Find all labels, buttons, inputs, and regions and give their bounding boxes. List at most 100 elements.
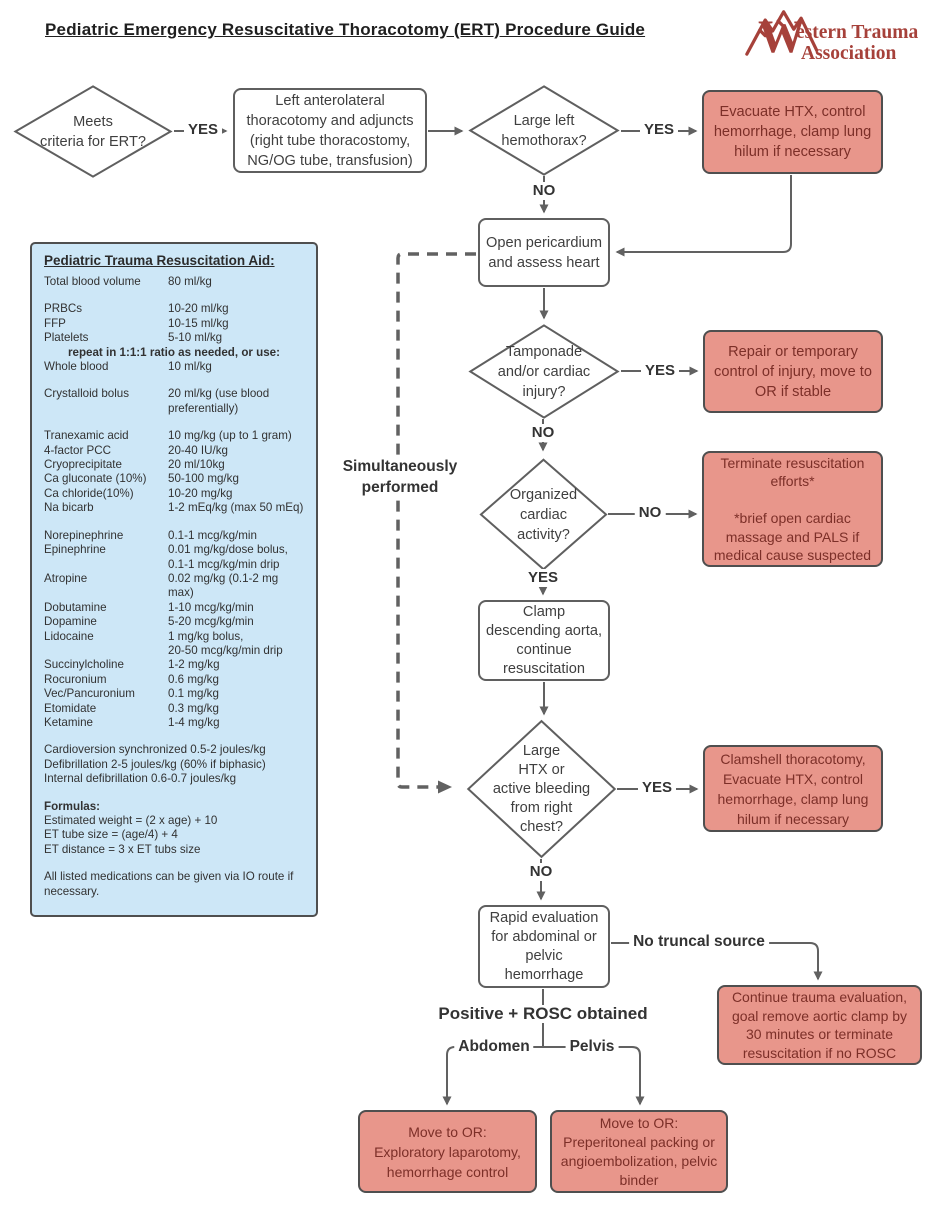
aid-row-label: Dobutamine <box>44 600 107 614</box>
diamond-shape <box>468 85 620 176</box>
process-clamp-aorta-label: Clamp descending aorta, continue resusci… <box>485 603 603 677</box>
diamond-shape <box>468 324 620 419</box>
aid-row-value: 0.02 mg/kg (0.1-2 mg max) <box>168 571 279 600</box>
aid-row <box>44 730 304 743</box>
edge-label-ert-yes: YES <box>183 121 223 139</box>
aid-row-value: 10 ml/kg <box>168 360 212 374</box>
aid-row-label: Total blood volume <box>44 275 141 288</box>
action-repair-injury-label: Repair or temporary control of injury, m… <box>714 343 872 400</box>
aid-row-label: FFP <box>44 316 66 330</box>
process-open-pericardium-label: Open pericardium and assess heart <box>486 234 602 271</box>
decision-large-htx-right-chest: Large HTX or active bleeding from right … <box>466 719 617 859</box>
aid-row: Estimated weight = (2 x age) + 10 <box>44 814 218 827</box>
aid-row-label: Etomidate <box>44 701 97 715</box>
aid-row-label: Cryoprecipitate <box>44 458 122 472</box>
aid-row <box>44 374 304 387</box>
aid-row: Ca chloride(10%)10-20 mg/kg <box>44 487 304 501</box>
aid-row-label: Na bicarb <box>44 501 94 515</box>
aid-row: Cardioversion synchronized 0.5-2 joules/… <box>44 743 266 757</box>
aid-row: repeat in 1:1:1 ratio as needed, or use: <box>68 345 280 359</box>
aid-row <box>44 787 304 800</box>
aid-row-value: 0.1 mg/kg <box>168 687 219 701</box>
aid-row-value: 0.6 mg/kg <box>168 672 219 686</box>
aid-row: Cryoprecipitate 20 ml/10kg <box>44 458 304 472</box>
aid-row: Na bicarb 1-2 mEq/kg (max 50 mEq) <box>44 501 304 515</box>
aid-row: Internal defibrillation 0.6-0.7 joules/k… <box>44 772 237 786</box>
aid-row-value: 1-2 mEq/kg (max 50 mEq) <box>168 501 304 515</box>
decision-tamponade-label: Tamponade and/or cardiac injury? <box>497 343 591 400</box>
aid-row: Vec/Pancuronium 0.1 mg/kg <box>44 687 304 701</box>
aid-row <box>44 289 304 302</box>
aid-row-label: Vec/Pancuronium <box>44 687 135 701</box>
action-move-or-pelvis: Move to OR: Preperitoneal packing or ang… <box>550 1110 728 1193</box>
aid-row-value: 10-20 mg/kg <box>168 486 233 500</box>
aid-row-label: Whole blood <box>44 360 109 374</box>
diamond-shape <box>13 85 173 178</box>
aid-row-value: 0.1-1 mcg/kg/min <box>168 528 257 542</box>
action-move-or-pelvis-label: Move to OR: Preperitoneal packing or ang… <box>560 1114 718 1188</box>
action-evacuate-htx: Evacuate HTX, control hemorrhage, clamp … <box>702 90 883 174</box>
edge-label-organized-no: NO <box>634 504 666 522</box>
wta-logo-text: estern Trauma Association <box>796 22 918 64</box>
wta-logo-line1: estern Trauma <box>796 22 919 43</box>
page-title: Pediatric Emergency Resuscitative Thorac… <box>45 20 646 39</box>
aid-row: ET tube size = (age/4) + 4 <box>44 828 178 842</box>
aid-row-value: 1 mg/kg bolus, 20-50 mcg/kg/min drip <box>168 629 283 657</box>
wta-mountains-icon <box>745 10 819 56</box>
aid-row-label: PRBCs <box>44 302 83 316</box>
edge-label-abdomen: Abdomen <box>454 1038 534 1056</box>
aid-row-label: Dopamine <box>44 615 97 629</box>
aid-row-label: Succinylcholine <box>44 658 124 672</box>
wta-logo: W estern Trauma Association <box>745 8 933 72</box>
aid-row: ET distance = 3 x ET tubs size <box>44 842 201 856</box>
action-move-or-abdomen: Move to OR: Exploratory laparotomy, hemo… <box>358 1110 537 1193</box>
resuscitation-aid-panel: Pediatric Trauma Resuscitation Aid: Tota… <box>30 242 318 917</box>
decision-organized-activity: Organized cardiac activity? <box>479 458 608 571</box>
aid-row-value: 0.3 mg/kg <box>168 701 219 715</box>
aid-row-value: 1-2 mg/kg <box>168 658 220 672</box>
action-clamshell-thoracotomy: Clamshell thoracotomy, Evacuate HTX, con… <box>703 745 883 832</box>
edge-label-hemothorax-yes: YES <box>639 121 679 139</box>
edge-label-tamponade-no: NO <box>527 424 559 442</box>
decision-organized-activity-label: Organized cardiac activity? <box>509 486 578 543</box>
aid-row <box>44 416 304 429</box>
aid-row <box>44 516 304 529</box>
decision-large-htx-right-chest-label: Large HTX or active bleeding from right … <box>492 742 591 835</box>
aid-row-label: Epinephrine <box>44 543 106 557</box>
aid-row-label: Ketamine <box>44 715 93 729</box>
aid-row-label: Lidocaine <box>44 629 94 643</box>
aid-row-value: 0.01 mg/kg/dose bolus, 0.1-1 mcg/kg/min … <box>168 543 288 571</box>
aid-row-value: 1-4 mg/kg <box>168 715 220 729</box>
edge-label-htx-yes: YES <box>637 779 677 797</box>
edge-label-organized-yes: YES <box>523 569 563 587</box>
action-terminate-resuscitation: Terminate resuscitation efforts* *brief … <box>702 451 883 567</box>
edge-label-tamponade-yes: YES <box>640 362 680 380</box>
edge-label-no-truncal-source: No truncal source <box>629 933 769 951</box>
action-clamshell-thoracotomy-label: Clamshell thoracotomy, Evacuate HTX, con… <box>717 750 869 827</box>
process-left-thoracotomy-label: Left anterolateral thoracotomy and adjun… <box>246 92 414 169</box>
action-evacuate-htx-label: Evacuate HTX, control hemorrhage, clamp … <box>713 104 872 160</box>
aid-row: Formulas: <box>44 799 101 813</box>
aid-row-value: 20 ml/kg (use blood preferentially) <box>168 387 270 415</box>
aid-row: Succinylcholine 1-2 mg/kg <box>44 658 304 672</box>
aid-row-value: 20 ml/10kg <box>168 458 225 472</box>
action-continue-trauma-evaluation: Continue trauma evaluation, goal remove … <box>717 985 922 1065</box>
decision-large-left-hemothorax: Large left hemothorax? <box>468 85 620 176</box>
edge-label-simultaneously-performed: Simultaneously performed <box>338 456 462 498</box>
aid-row-value: 50-100 mg/kg <box>168 472 239 486</box>
aid-row-label: Ca gluconate (10%) <box>44 472 147 486</box>
aid-row: Ketamine 1-4 mg/kg <box>44 716 304 730</box>
aid-row-value: 5-20 mcg/kg/min <box>168 615 254 629</box>
aid-row-label: Platelets <box>44 331 89 345</box>
process-rapid-evaluation-label: Rapid evaluation for abdominal or pelvic… <box>489 909 599 983</box>
decision-meets-criteria-label: Meets criteria for ERT? <box>40 113 146 150</box>
